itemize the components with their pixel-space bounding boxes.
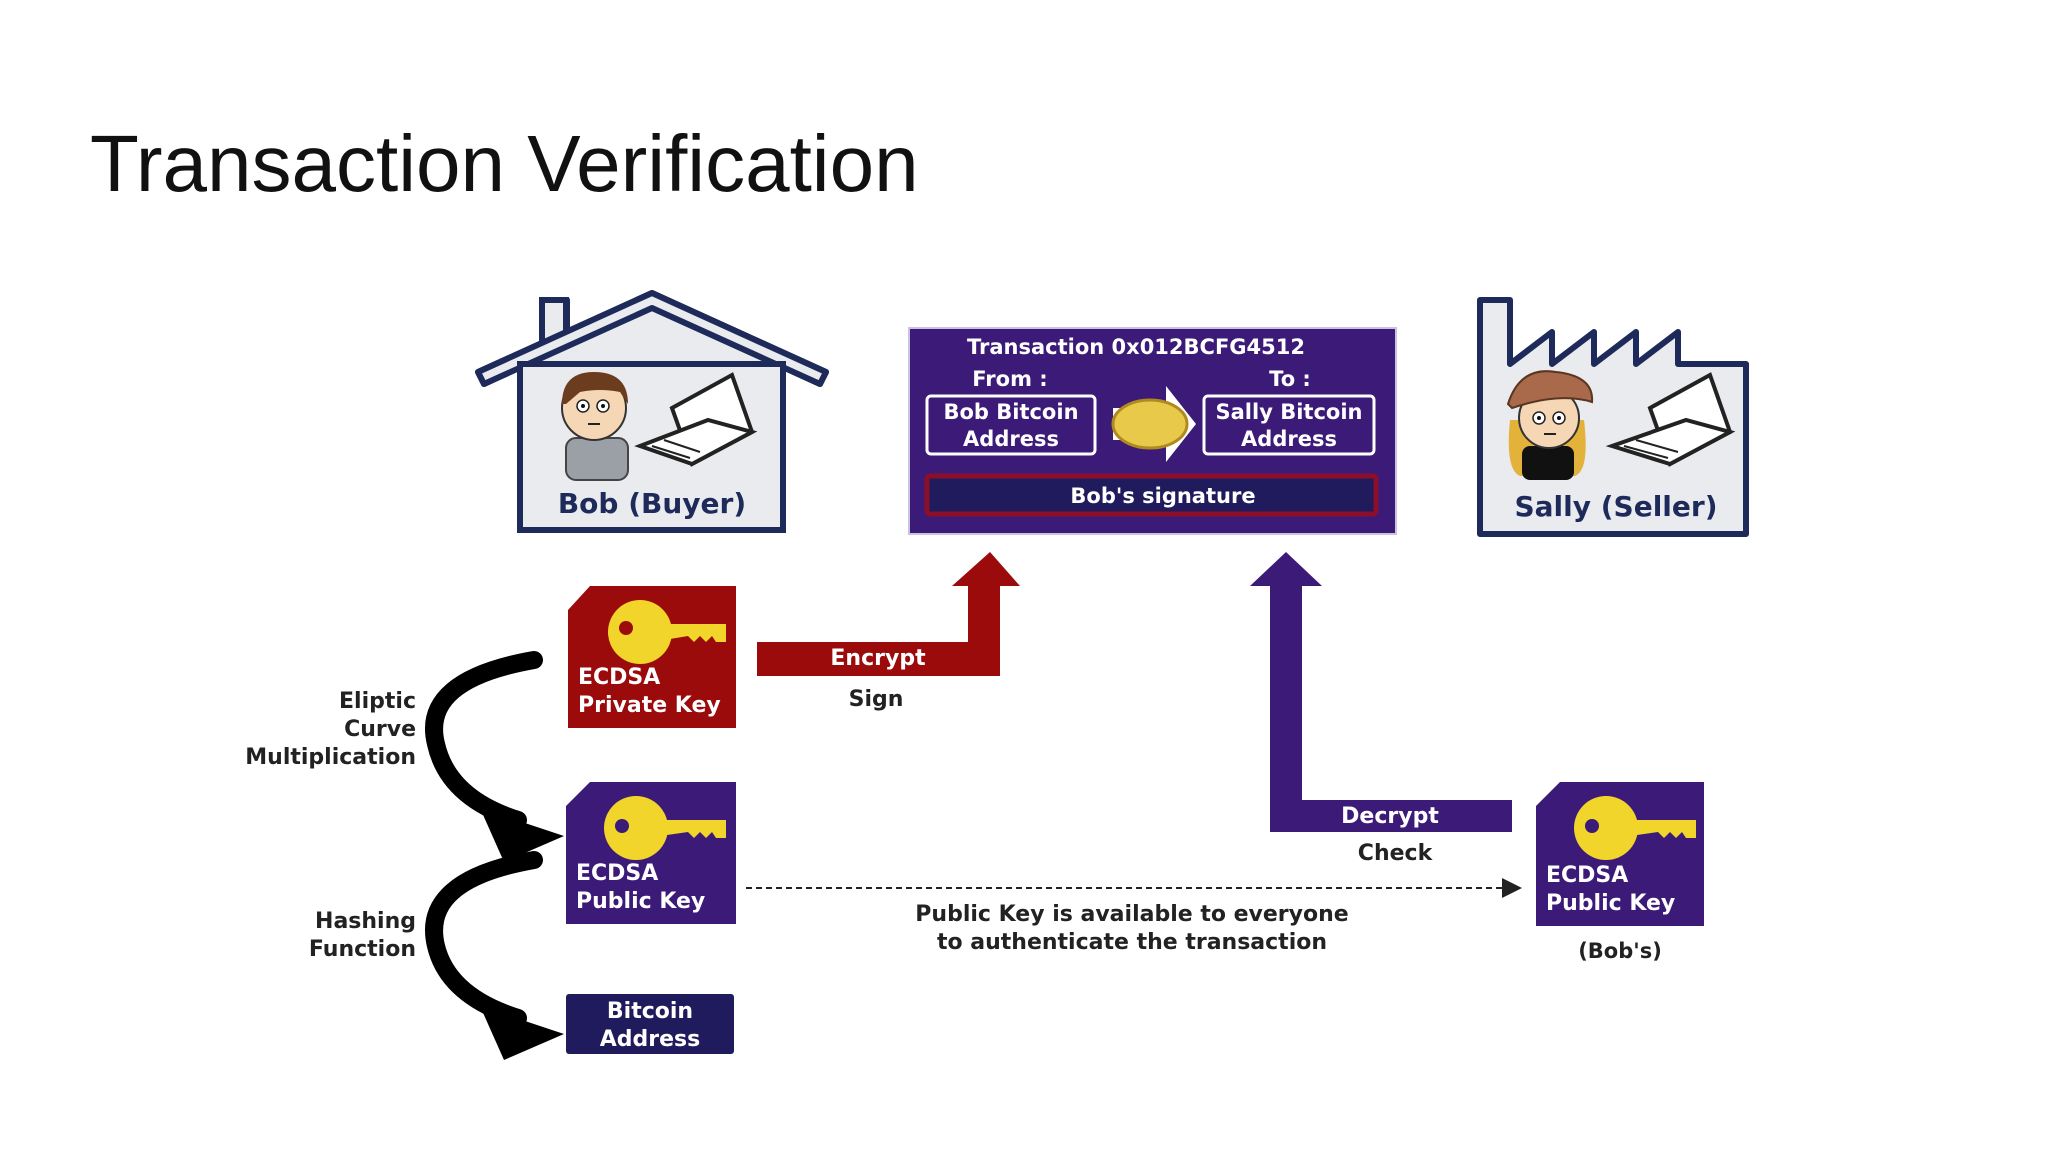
bitcoin-address-box: Bitcoin Address xyxy=(566,994,734,1054)
sign-label: Sign xyxy=(849,687,904,712)
signature-label: Bob's signature xyxy=(1070,484,1255,508)
public-key-line1: ECDSA xyxy=(576,861,658,886)
elliptic-line3: Multiplication xyxy=(245,745,416,770)
public-key-line2: Public Key xyxy=(576,889,705,914)
bob-avatar-icon xyxy=(561,372,629,481)
elliptic-line1: Eliptic xyxy=(339,689,416,714)
bitcoin-address-line2: Address xyxy=(600,1027,700,1052)
encrypt-label: Encrypt xyxy=(830,646,926,671)
slide-title: Transaction Verification xyxy=(90,119,919,208)
from-address-line2: Address xyxy=(963,427,1059,451)
bob-house: Bob (Buyer) xyxy=(475,290,829,533)
sally-laptop-icon xyxy=(1605,372,1736,467)
private-key-icon xyxy=(608,600,726,664)
elliptic-line2: Curve xyxy=(344,717,416,742)
sally-public-key-line2: Public Key xyxy=(1546,891,1675,916)
hashing-line1: Hashing xyxy=(315,909,416,934)
transaction-title: Transaction 0x012BCFG4512 xyxy=(967,335,1305,359)
to-address-line1: Sally Bitcoin xyxy=(1216,400,1363,424)
sally-public-key-icon xyxy=(1574,796,1696,860)
check-label: Check xyxy=(1358,841,1434,866)
hashing-function-arrow xyxy=(425,851,564,1060)
coin-icon xyxy=(1111,398,1189,450)
sally-label: Sally (Seller) xyxy=(1515,490,1718,523)
sally-factory: Sally (Seller) xyxy=(1477,297,1749,537)
public-note-line2: to authenticate the transaction xyxy=(937,930,1327,955)
from-label: From : xyxy=(972,367,1047,391)
decrypt-arrow: Decrypt Check xyxy=(1250,552,1512,866)
private-key-box: ECDSA Private Key xyxy=(568,586,736,728)
from-address-line1: Bob Bitcoin xyxy=(943,400,1078,424)
encrypt-arrow: Encrypt Sign xyxy=(757,552,1020,712)
private-key-line2: Private Key xyxy=(578,693,721,718)
elliptic-curve-arrow xyxy=(425,651,564,862)
decrypt-label: Decrypt xyxy=(1341,804,1439,829)
public-key-icon xyxy=(604,796,726,860)
hashing-line2: Function xyxy=(309,937,416,962)
sally-public-key-line1: ECDSA xyxy=(1546,863,1628,888)
bitcoin-address-line1: Bitcoin xyxy=(607,999,693,1024)
public-note-line1: Public Key is available to everyone xyxy=(915,902,1348,927)
bob-label: Bob (Buyer) xyxy=(558,487,746,520)
public-key-box: ECDSA Public Key xyxy=(566,782,736,924)
bobs-key-label: (Bob's) xyxy=(1578,939,1662,963)
transaction-box: Transaction 0x012BCFG4512 From : To : Bo… xyxy=(908,327,1397,535)
sally-avatar-icon xyxy=(1506,370,1594,480)
bob-laptop-icon xyxy=(634,372,758,467)
to-label: To : xyxy=(1269,367,1311,391)
sally-public-key-box: ECDSA Public Key (Bob's) xyxy=(1536,782,1704,963)
to-address-line2: Address xyxy=(1241,427,1337,451)
private-key-line1: ECDSA xyxy=(578,665,660,690)
